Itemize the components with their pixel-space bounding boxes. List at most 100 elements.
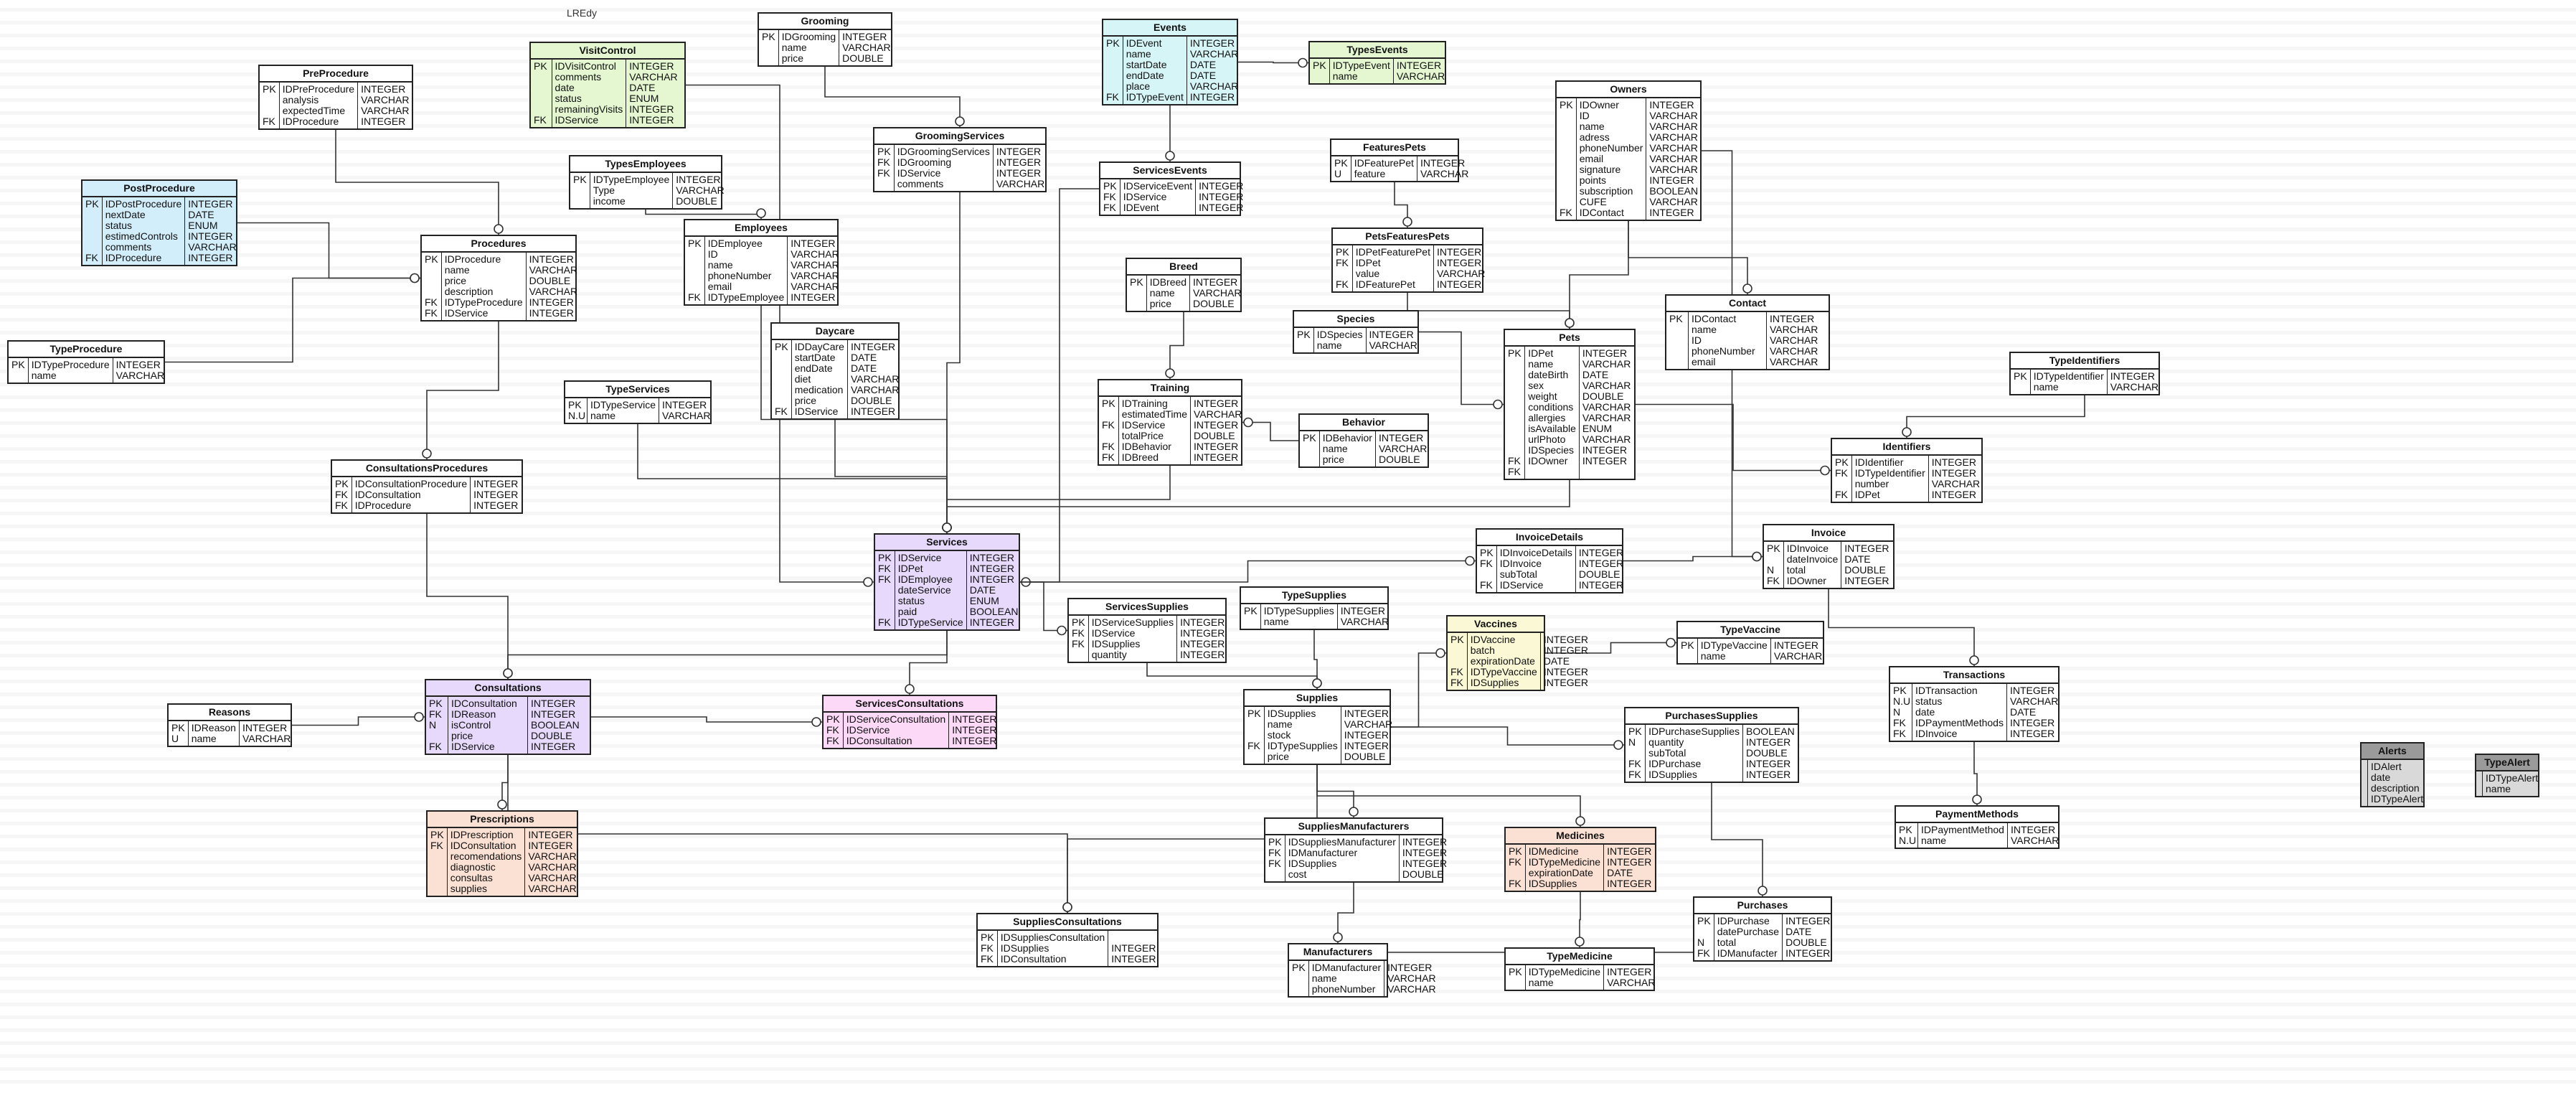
relationship-line	[1020, 188, 1099, 583]
type-column: INTEGER INTEGER DATE INTEGER INTEGER	[1543, 634, 1589, 688]
table-title: PurchasesSupplies	[1626, 708, 1798, 725]
field-column: IDService IDPet IDEmployee dateService s…	[895, 551, 967, 629]
key-column: PK	[1289, 961, 1309, 996]
type-column: INTEGER VARCHAR INTEGER INTEGER DOUBLE	[1344, 708, 1393, 762]
field-column: IDPaymentMethod name	[1918, 823, 2008, 848]
relationship-line	[426, 322, 499, 459]
field-column: IDGrooming name price	[779, 30, 840, 65]
table-title: VisitControl	[531, 43, 684, 60]
field-column: IDBehavior name price	[1320, 431, 1376, 466]
relationship-line	[1337, 883, 1354, 943]
table-title: SuppliesManufacturers	[1265, 819, 1442, 835]
key-column: PK FK FK	[1505, 347, 1526, 479]
table-alerts[interactable]: Alerts IDAlert date description IDTypeAl…	[2360, 742, 2425, 807]
table-title: Contact	[1666, 296, 1829, 312]
table-title: Invoice	[1764, 525, 1893, 542]
key-column: PK	[1241, 604, 1261, 629]
key-column: PK FK FK	[874, 145, 895, 191]
key-column: PK	[1678, 639, 1698, 663]
type-column: INTEGER INTEGER INTEGER VARCHAR	[996, 146, 1045, 189]
crowfoot-circle	[1493, 399, 1503, 410]
crowfoot-circle	[1742, 283, 1752, 294]
field-column: IDIdentifier IDTypeIdentifier number IDP…	[1852, 456, 1929, 502]
table-title: Training	[1099, 380, 1241, 397]
crowfoot-circle	[905, 684, 915, 694]
type-column: INTEGER VARCHAR	[115, 359, 165, 381]
type-column: INTEGER VARCHAR	[1369, 329, 1417, 351]
table-title: TypesEmployees	[570, 156, 721, 173]
relationship-line	[946, 466, 1171, 533]
table-title: Vaccines	[1448, 616, 1544, 633]
crowfoot-circle	[422, 449, 432, 459]
relationship-line	[1020, 560, 1476, 583]
type-column: INTEGER VARCHAR VARCHAR VARCHAR VARCHAR …	[1649, 99, 1699, 218]
key-column: PK	[1300, 431, 1320, 466]
relationship-line	[1569, 221, 1629, 329]
field-column: IDTransaction status date IDPaymentMetho…	[1912, 684, 2007, 741]
field-column: IDMedicine IDTypeMedicine expirationDate…	[1526, 845, 1605, 891]
field-column: IDServiceConsultation IDService IDConsul…	[844, 713, 950, 748]
type-column: INTEGER INTEGER VARCHAR VARCHAR VARCHAR …	[528, 829, 577, 894]
field-column: IDTypeMedicine name	[1526, 965, 1605, 990]
relationship-line	[1628, 221, 1748, 294]
table-title: TypeVaccine	[1678, 622, 1823, 639]
table-title: TypeProcedure	[9, 342, 164, 358]
crowfoot-circle	[1435, 648, 1445, 658]
table-typealert[interactable]: TypeAlert IDTypeAlert name	[2475, 754, 2539, 797]
crowfoot-circle	[863, 577, 873, 587]
key-column: PK	[1294, 328, 1314, 352]
crowfoot-circle	[1613, 740, 1623, 750]
table-title: Behavior	[1300, 415, 1428, 431]
field-column: IDPostProcedure nextDate status estimedC…	[103, 197, 186, 265]
diagram-label: LREdy	[567, 7, 598, 19]
